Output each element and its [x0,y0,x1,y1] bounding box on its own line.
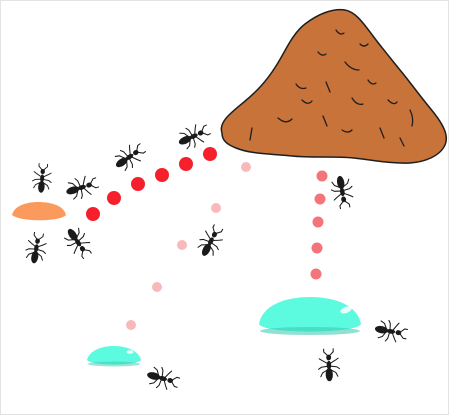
ant-icon [110,139,148,175]
pheromone-dot-icon [107,191,121,205]
trail-to-orange-food [86,147,217,221]
ant-icon [373,318,408,344]
pheromone-dot-icon [315,194,326,205]
pheromone-dot-icon [311,269,322,280]
pheromone-dot-icon [155,168,169,182]
pheromone-dot-icon [131,177,145,191]
food-orange-icon [12,202,66,220]
pheromone-dot-icon [152,282,162,292]
pheromone-dot-icon [313,217,324,228]
trail-to-small-cyan-food [126,162,251,330]
pheromone-dot-icon [86,207,100,221]
pheromone-dot-icon [312,243,323,254]
pheromone-dot-icon [241,162,251,172]
ant-icon [145,364,182,393]
ant-icon [24,231,49,265]
ant-icon [175,120,213,153]
ant-icon [63,172,100,202]
ant-icon [194,222,228,260]
pheromone-dot-icon [211,203,221,213]
ant-icon [60,223,96,261]
ant-icon [318,349,340,382]
ant-icon [329,174,355,209]
pheromone-dot-icon [203,147,217,161]
pheromone-dot-icon [317,171,328,182]
anthill-icon [221,10,446,164]
pheromone-dot-icon [126,320,136,330]
food-cyan-large-icon [259,297,361,335]
ant-icon [32,163,53,193]
pheromone-dot-icon [177,240,187,250]
trail-to-large-cyan-food [311,171,328,280]
food-cyan-small-icon [87,346,141,367]
pheromone-dot-icon [179,157,193,171]
